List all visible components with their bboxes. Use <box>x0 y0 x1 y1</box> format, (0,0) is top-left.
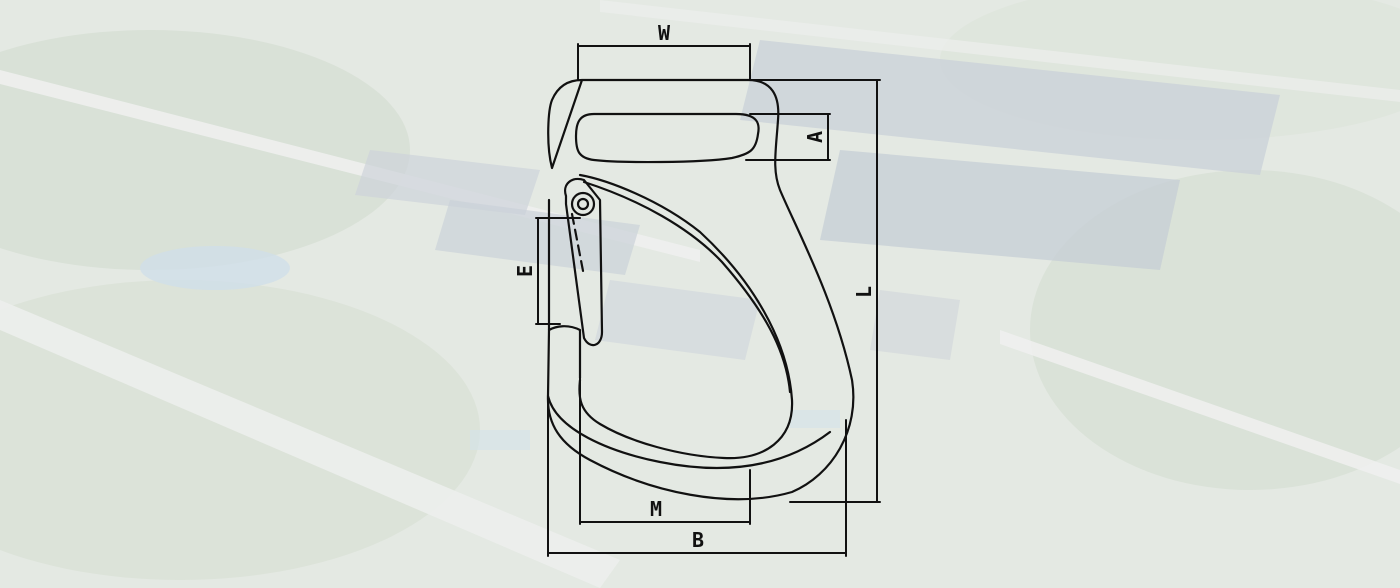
dim-label-m: M <box>650 497 662 521</box>
hook-inner-throat <box>578 173 794 460</box>
safety-latch-outline <box>564 177 604 347</box>
latch-pivot-outer <box>570 191 596 217</box>
latch-pivot-inner <box>576 197 590 211</box>
dim-label-e: E <box>513 265 537 277</box>
hook-outer-outline <box>546 78 855 501</box>
eye-slot-outline <box>574 112 760 164</box>
dim-label-l: L <box>852 286 876 298</box>
hook-inner-contour <box>582 180 792 394</box>
dim-label-w: W <box>658 21 671 45</box>
hook-lower-lip <box>546 394 832 470</box>
latch-center-dash <box>570 212 586 278</box>
dim-label-b: B <box>692 528 704 552</box>
hook-mouth-tip <box>547 325 582 380</box>
dim-label-a: A <box>803 131 827 143</box>
